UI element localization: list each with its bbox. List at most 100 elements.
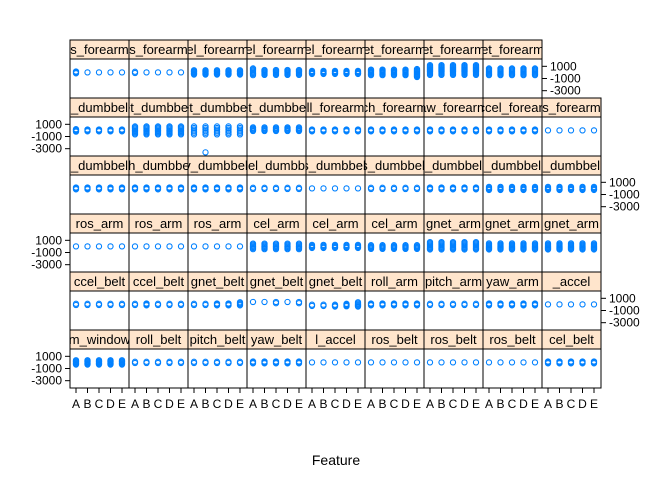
data-point bbox=[485, 300, 493, 307]
panel-frame bbox=[423, 348, 484, 389]
data-point bbox=[308, 301, 316, 308]
strip-label: cel_belt bbox=[549, 332, 594, 347]
data-point bbox=[590, 127, 598, 134]
data-point bbox=[485, 126, 493, 133]
data-point bbox=[308, 241, 316, 249]
panel-frame bbox=[364, 116, 425, 157]
data-point bbox=[331, 67, 339, 75]
x-tick-label: A bbox=[190, 397, 198, 411]
data-point bbox=[413, 126, 421, 133]
data-point bbox=[272, 66, 280, 74]
data-point bbox=[567, 358, 575, 365]
data-point bbox=[485, 183, 493, 191]
strip-label: et_forearm bbox=[481, 42, 544, 57]
data-point bbox=[107, 300, 114, 307]
data-point bbox=[379, 184, 386, 191]
panel-frame bbox=[69, 174, 130, 215]
data-point bbox=[295, 124, 303, 131]
panel: _accel bbox=[541, 271, 602, 331]
strip-label: s_forearm bbox=[70, 42, 129, 57]
data-point bbox=[497, 65, 504, 72]
panel-frame bbox=[423, 290, 484, 331]
data-point bbox=[556, 240, 563, 247]
data-point bbox=[449, 61, 457, 69]
strip-label: l_accel bbox=[315, 332, 356, 347]
data-point bbox=[118, 184, 126, 191]
panel: v_dumbbell bbox=[187, 155, 248, 215]
data-point bbox=[272, 240, 280, 247]
x-tick-label: B bbox=[83, 397, 91, 411]
panel: ch_forearm bbox=[364, 97, 425, 157]
data-point bbox=[320, 185, 327, 192]
panel: gnet_arm bbox=[541, 213, 602, 273]
data-point bbox=[213, 300, 221, 307]
data-point bbox=[166, 184, 173, 191]
panel-frame bbox=[305, 232, 366, 273]
x-tick-label: C bbox=[390, 397, 399, 411]
data-point bbox=[84, 300, 91, 307]
data-point bbox=[556, 358, 563, 365]
data-point bbox=[84, 69, 91, 76]
data-point bbox=[236, 67, 244, 74]
data-point bbox=[236, 358, 244, 365]
data-point bbox=[154, 69, 162, 76]
y-tick-label: -1000 bbox=[31, 362, 62, 376]
data-point bbox=[107, 243, 114, 250]
data-point bbox=[331, 301, 339, 308]
data-point bbox=[72, 300, 80, 307]
data-point bbox=[202, 358, 209, 365]
data-point bbox=[331, 241, 339, 249]
strip-label: l_dumbbell bbox=[481, 158, 544, 173]
data-point bbox=[472, 359, 480, 366]
strip-label: s_forearm bbox=[542, 100, 601, 115]
panel: ros_belt bbox=[364, 329, 425, 389]
data-point bbox=[84, 243, 91, 250]
data-point bbox=[438, 184, 445, 191]
data-point bbox=[520, 126, 527, 133]
data-point bbox=[320, 241, 327, 249]
x-tick-label: D bbox=[165, 397, 174, 411]
data-point bbox=[143, 300, 150, 307]
panel-frame bbox=[246, 174, 307, 215]
data-point bbox=[320, 301, 327, 308]
data-point bbox=[531, 359, 539, 366]
data-point bbox=[379, 359, 386, 366]
panel-frame bbox=[128, 290, 189, 331]
panel: s_forearm bbox=[128, 39, 189, 99]
data-point bbox=[213, 67, 221, 74]
data-point bbox=[308, 185, 316, 192]
data-point bbox=[295, 184, 303, 191]
x-tick-label: E bbox=[118, 397, 126, 411]
data-point bbox=[143, 184, 150, 191]
x-tick-label: A bbox=[367, 397, 375, 411]
data-point bbox=[261, 358, 268, 365]
data-point bbox=[472, 184, 480, 191]
strip-label: ccel_dumbbell bbox=[235, 158, 318, 173]
x-tick-label: D bbox=[401, 397, 410, 411]
data-point bbox=[472, 300, 480, 307]
data-point bbox=[472, 238, 480, 246]
x-tick-label: B bbox=[201, 397, 209, 411]
data-point bbox=[107, 357, 114, 364]
data-point bbox=[390, 184, 398, 191]
data-point bbox=[590, 358, 598, 365]
data-point bbox=[295, 298, 303, 306]
data-point bbox=[261, 298, 268, 306]
data-point bbox=[390, 300, 398, 307]
data-point bbox=[295, 66, 303, 74]
panel-frame bbox=[69, 116, 130, 157]
data-point bbox=[236, 243, 244, 250]
data-point bbox=[426, 359, 434, 366]
data-point bbox=[590, 240, 598, 247]
panel: et_dumbbell bbox=[128, 97, 189, 157]
data-point bbox=[95, 243, 103, 250]
panel-frame bbox=[541, 290, 602, 331]
data-point bbox=[177, 243, 185, 250]
panel: aw_forearm bbox=[423, 97, 484, 157]
outlier-point bbox=[202, 149, 209, 156]
data-point bbox=[84, 184, 91, 191]
data-point bbox=[213, 358, 221, 365]
panel-frame bbox=[69, 232, 130, 273]
data-point bbox=[520, 300, 527, 307]
